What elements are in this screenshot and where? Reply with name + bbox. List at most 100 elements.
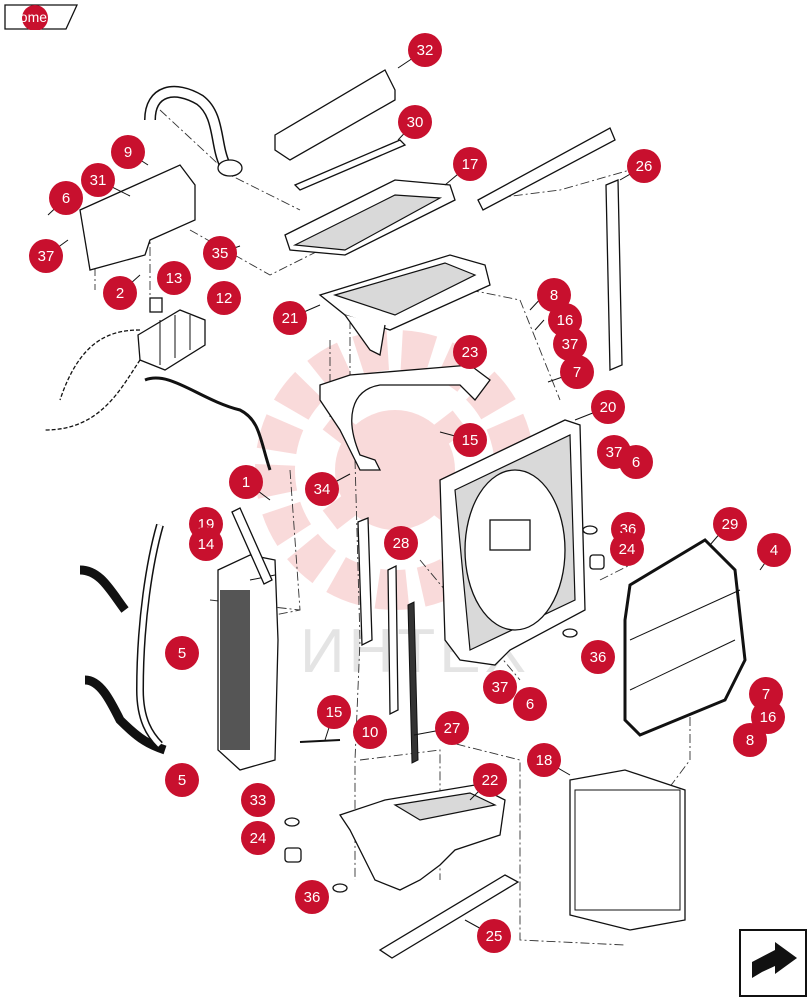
callout-36[interactable]: 36 — [295, 880, 329, 914]
callout-6[interactable]: 6 — [619, 445, 653, 479]
callout-6[interactable]: 6 — [513, 687, 547, 721]
callout-8[interactable]: 8 — [733, 723, 767, 757]
callout-label: 33 — [250, 792, 267, 809]
callout-circle — [408, 33, 442, 67]
callout-4[interactable]: 4 — [757, 533, 791, 567]
callout-31[interactable]: 31 — [81, 163, 115, 197]
callout-circle — [207, 281, 241, 315]
callout-circle — [553, 327, 587, 361]
bracket-arm-23 — [319, 364, 491, 471]
callout-label: 1 — [242, 474, 250, 491]
callout-label: 7 — [573, 364, 581, 381]
callout-37[interactable]: 37 — [553, 327, 587, 361]
callout-20[interactable]: 20 — [591, 390, 625, 424]
strip-26 — [605, 179, 623, 371]
home-tab[interactable]: home — [4, 4, 78, 30]
callout-16[interactable]: 16 — [751, 700, 785, 734]
callout-32[interactable]: 32 — [408, 33, 442, 67]
expansion-tank-12 — [137, 297, 206, 371]
callout-24[interactable]: 24 — [610, 532, 644, 566]
callout-15[interactable]: 15 — [453, 423, 487, 457]
callout-circle — [398, 105, 432, 139]
callout-10[interactable]: 10 — [353, 715, 387, 749]
callout-circle — [477, 919, 511, 953]
callout-label: 37 — [562, 336, 579, 353]
callout-2[interactable]: 2 — [103, 276, 137, 310]
callout-circle — [453, 147, 487, 181]
callout-37[interactable]: 37 — [483, 670, 517, 704]
callout-circle — [627, 149, 661, 183]
callout-circle — [103, 276, 137, 310]
callout-label: 25 — [486, 928, 503, 945]
callout-label: 6 — [526, 696, 534, 713]
next-page-arrow-icon — [752, 942, 797, 978]
callout-label: 18 — [536, 752, 553, 769]
callout-label: 29 — [722, 516, 739, 533]
callout-21[interactable]: 21 — [273, 301, 307, 335]
callout-37[interactable]: 37 — [29, 239, 63, 273]
bar-27 — [407, 601, 419, 764]
callout-circle — [165, 636, 199, 670]
callout-circle — [453, 335, 487, 369]
callout-14[interactable]: 14 — [189, 527, 223, 561]
callout-17[interactable]: 17 — [453, 147, 487, 181]
callout-28[interactable]: 28 — [384, 526, 418, 560]
callout-circle — [305, 472, 339, 506]
callout-label: 5 — [178, 645, 186, 662]
screen-panel-29 — [623, 538, 747, 737]
callout-circle — [189, 527, 223, 561]
callout-27[interactable]: 27 — [435, 711, 469, 745]
home-tab-label: home — [12, 9, 48, 25]
callout-circle — [241, 821, 275, 855]
callout-label: 12 — [216, 290, 233, 307]
callout-5[interactable]: 5 — [165, 763, 199, 797]
callout-circle — [513, 687, 547, 721]
callout-circle — [29, 239, 63, 273]
callout-36[interactable]: 36 — [581, 640, 615, 674]
callout-15[interactable]: 15 — [317, 695, 351, 729]
fan-shroud-20 — [439, 419, 586, 666]
callout-7[interactable]: 7 — [560, 355, 594, 389]
callout-18[interactable]: 18 — [527, 743, 561, 777]
callout-circle — [229, 465, 263, 499]
callout-label: 27 — [444, 720, 461, 737]
callout-label: 20 — [600, 399, 617, 416]
bracket-31 — [79, 164, 196, 271]
callout-label: 23 — [462, 344, 479, 361]
top-cover-32 — [274, 69, 396, 161]
callout-label: 4 — [770, 542, 778, 559]
callout-label: 36 — [304, 889, 321, 906]
callout-29[interactable]: 29 — [713, 507, 747, 541]
callout-34[interactable]: 34 — [305, 472, 339, 506]
callout-label: 24 — [619, 541, 636, 558]
callout-35[interactable]: 35 — [203, 236, 237, 270]
callout-30[interactable]: 30 — [398, 105, 432, 139]
callout-9[interactable]: 9 — [111, 135, 145, 169]
callout-circle — [757, 533, 791, 567]
callout-label: 15 — [326, 704, 343, 721]
callout-circle — [581, 640, 615, 674]
callout-circle — [610, 532, 644, 566]
callout-label: 8 — [746, 732, 754, 749]
callout-6[interactable]: 6 — [49, 181, 83, 215]
callout-5[interactable]: 5 — [165, 636, 199, 670]
callout-24[interactable]: 24 — [241, 821, 275, 855]
callout-26[interactable]: 26 — [627, 149, 661, 183]
callout-12[interactable]: 12 — [207, 281, 241, 315]
callout-22[interactable]: 22 — [473, 763, 507, 797]
callout-circle — [733, 723, 767, 757]
callout-circle — [111, 135, 145, 169]
callout-circle — [273, 301, 307, 335]
seal-19 — [231, 507, 273, 585]
callout-label: 37 — [492, 679, 509, 696]
next-page-button[interactable] — [739, 929, 807, 997]
callout-13[interactable]: 13 — [157, 261, 191, 295]
callout-circle — [751, 700, 785, 734]
callout-circle — [473, 763, 507, 797]
callout-1[interactable]: 1 — [229, 465, 263, 499]
callout-33[interactable]: 33 — [241, 783, 275, 817]
callout-25[interactable]: 25 — [477, 919, 511, 953]
callout-23[interactable]: 23 — [453, 335, 487, 369]
